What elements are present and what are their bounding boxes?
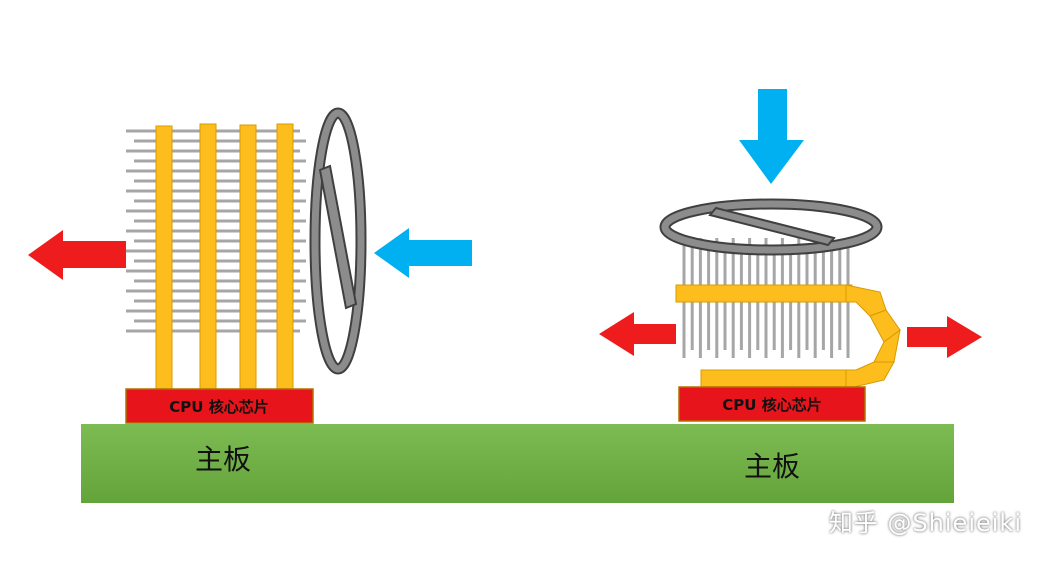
downdraft-fan <box>659 198 883 256</box>
cpu-chip <box>125 388 314 424</box>
tower-heatpipes <box>155 123 294 391</box>
hot-air-out-arrow <box>28 230 126 280</box>
tower-cooler: CPU 核心芯片 <box>125 107 367 424</box>
motherboard-label: 主板 <box>744 450 800 483</box>
heatpipe <box>199 123 217 391</box>
watermark: 知乎 @Shieieiki <box>828 509 1022 537</box>
heatpipe <box>239 124 257 391</box>
motherboard-label: 主板 <box>195 443 251 476</box>
cool-air-down-arrow <box>739 89 804 184</box>
heatpipe <box>276 123 294 391</box>
tower-fan <box>309 107 367 375</box>
downdraft-cooler: CPU 核心芯片 <box>659 198 901 422</box>
hot-air-out-arrow <box>599 312 676 356</box>
heatpipe <box>155 125 173 391</box>
cpu-chip-label: CPU 核心芯片 <box>169 398 268 416</box>
cool-air-in-arrow <box>374 228 472 278</box>
cpu-chip <box>678 386 866 422</box>
cpu-chip-label: CPU 核心芯片 <box>722 396 821 414</box>
motherboard <box>81 424 954 503</box>
hot-air-out-arrow <box>907 316 982 358</box>
downdraft-heatpipe <box>675 284 901 388</box>
